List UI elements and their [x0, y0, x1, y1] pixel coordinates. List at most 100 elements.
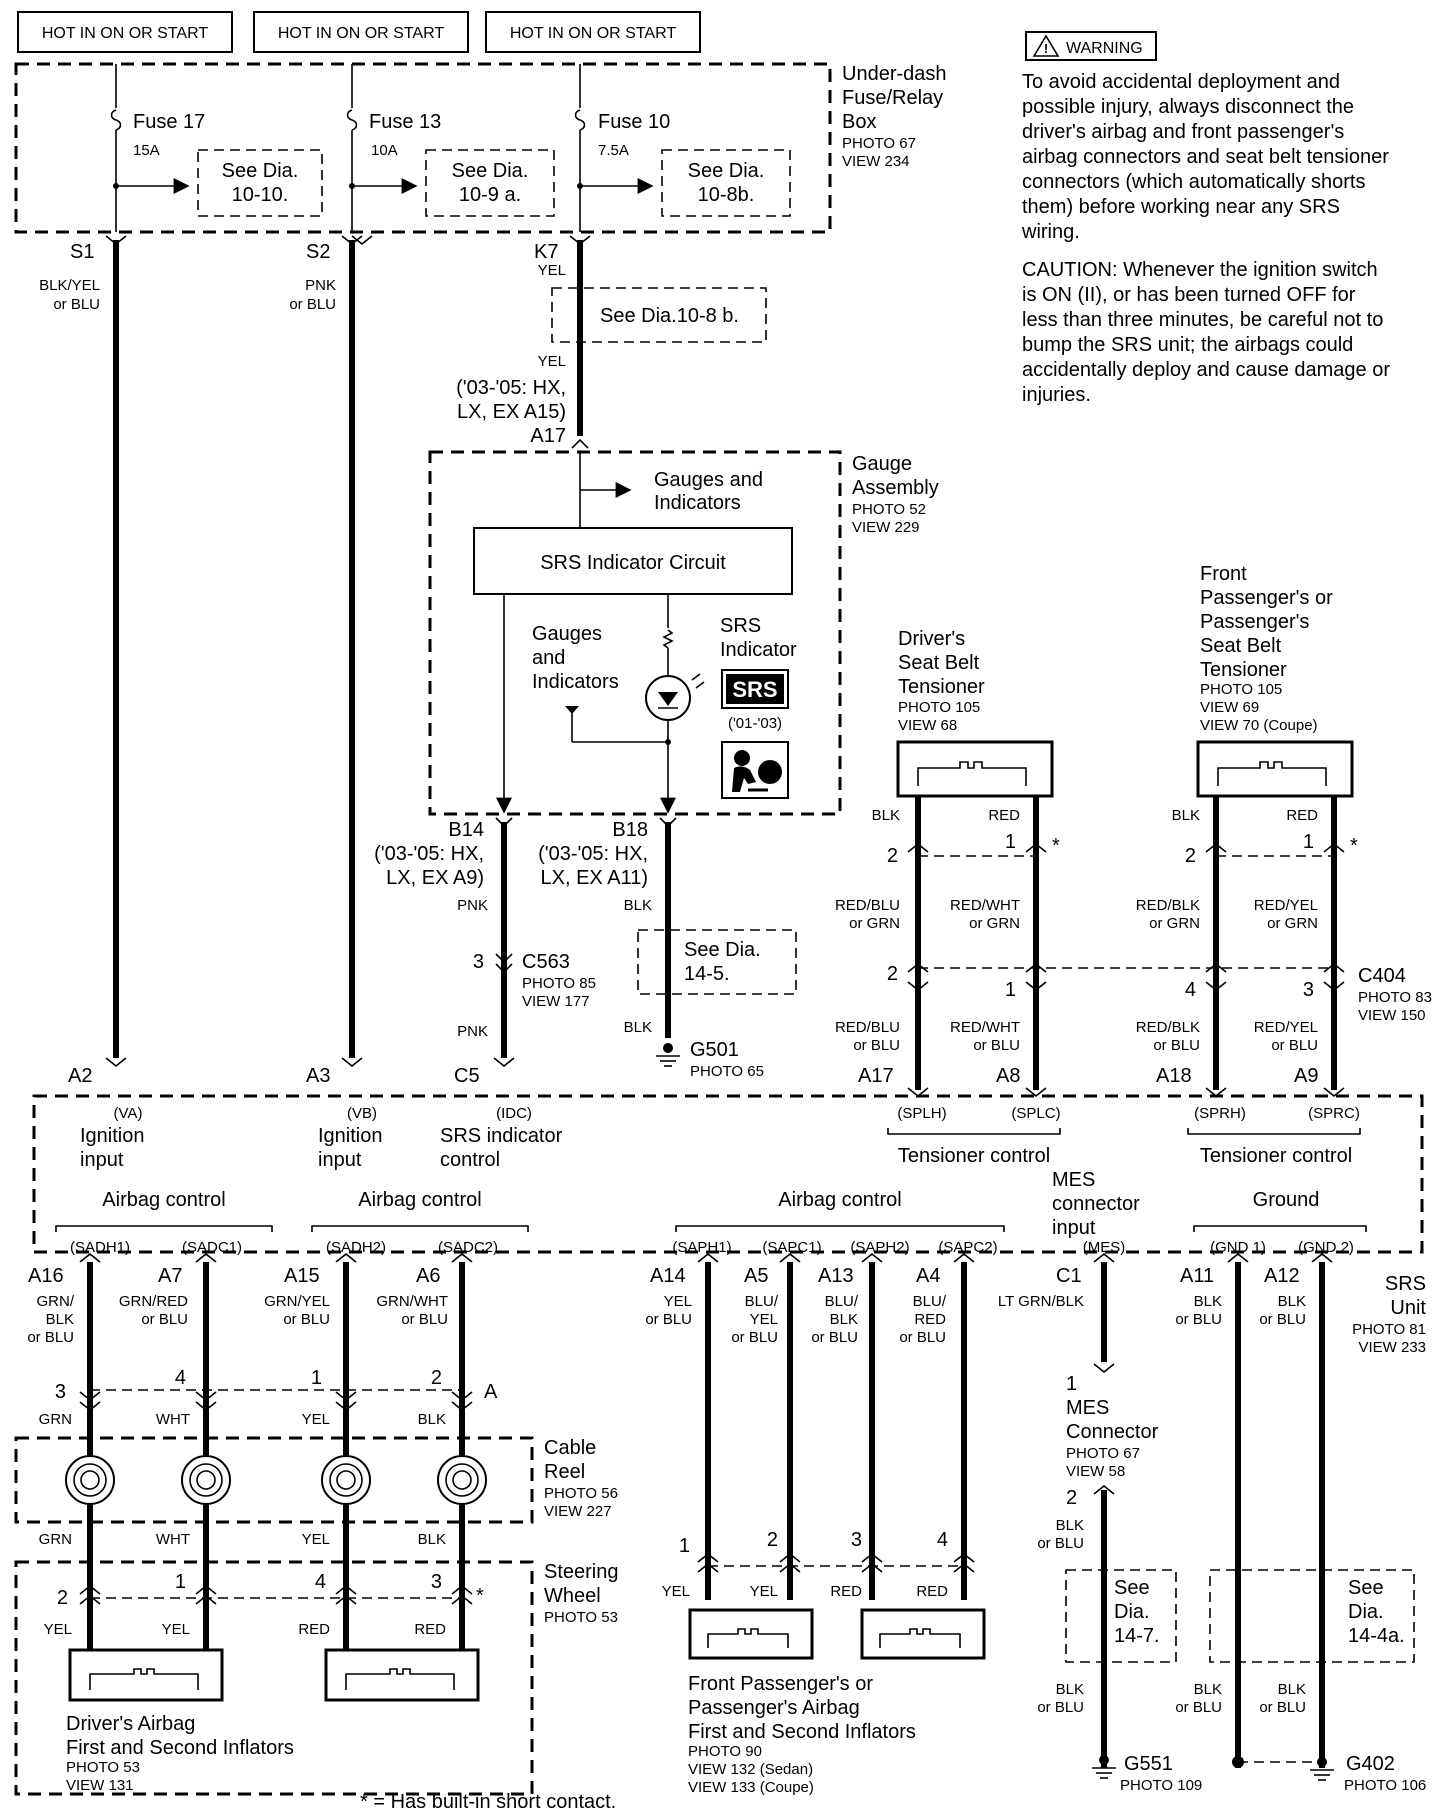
fuse-box-name-2: Fuse/Relay — [842, 87, 943, 109]
pas-tens-name-4: Seat Belt — [1200, 635, 1282, 657]
top-labels: HOT IN ON OR START HOT IN ON OR START HO… — [17, 11, 701, 53]
c404-photo: PHOTO 83 — [1358, 989, 1432, 1006]
pas-ab-name-2: Passenger's Airbag — [688, 1697, 860, 1719]
caution-line-1: CAUTION: Whenever the ignition switch — [1022, 259, 1378, 281]
tens-top-2: RED — [988, 807, 1020, 824]
g402-name: G402 — [1346, 1753, 1395, 1775]
term-a7: A7 — [158, 1265, 182, 1287]
ign2-1: Ignition — [318, 1125, 383, 1147]
cable-reel-name-1: Cable — [544, 1437, 596, 1459]
warning-line-7: wiring. — [1021, 221, 1080, 243]
conn-a-color-3: YEL — [302, 1411, 330, 1428]
srs-term-a3: A3 — [306, 1065, 330, 1087]
srs-badge-icon: SRS — [732, 677, 777, 702]
bw-a5-3: or BLU — [731, 1329, 778, 1346]
tens-ctrl-1: Tensioner control — [898, 1145, 1050, 1167]
sig-gnd2: (GND 2) — [1298, 1239, 1354, 1256]
fuse-13-name: Fuse 13 — [369, 111, 441, 133]
warning-title: WARNING — [1066, 40, 1143, 57]
tens-bot-1a: RED/BLU — [835, 1019, 900, 1036]
pas-ab-photo: PHOTO 90 — [688, 1743, 762, 1760]
mes-view: VIEW 58 — [1066, 1463, 1125, 1480]
tens-pin-top-1: 2 — [887, 845, 898, 867]
b14-color: PNK — [457, 897, 488, 914]
driver-seat-belt-tensioner: Driver's Seat Belt Tensioner PHOTO 105 V… — [896, 628, 1054, 798]
fuse-box-name-3: Box — [842, 111, 876, 133]
g402-photo: PHOTO 106 — [1344, 1777, 1426, 1794]
fuse-17-rating: 15A — [133, 142, 160, 159]
steering-pin-2: 1 — [175, 1571, 186, 1593]
gauges-indicators-2: Indicators — [654, 492, 741, 514]
fuse-13-see-1: See Dia. — [452, 160, 529, 182]
see-dia-lower: See Dia. 14-7. See Dia. 14-4a. BLK or BL… — [1037, 1569, 1415, 1716]
term-a14: A14 — [650, 1265, 686, 1287]
pas-tens-view-1: VIEW 69 — [1200, 699, 1259, 716]
warning-line-3: driver's airbag and front passenger's — [1022, 121, 1344, 143]
pas-ab-color-2: YEL — [750, 1583, 778, 1600]
driver-airbag-name-2: First and Second Inflators — [66, 1737, 294, 1759]
a17-note-2: LX, EX A15) — [457, 401, 566, 423]
fuse-10-see-2: 10-8b. — [698, 184, 755, 206]
term-k7: K7 — [534, 241, 558, 263]
ign2-2: input — [318, 1149, 362, 1171]
bw-a6-1: GRN/WHT — [376, 1293, 448, 1310]
svg-text:!: ! — [1044, 41, 1048, 56]
srs-unit: A2 A3 C5 A17 A8 A18 A9 (VA) (VB) (IDC) (… — [28, 1057, 1426, 1356]
wire-s1-color-2: or BLU — [53, 296, 100, 313]
tens-bot-1b: or BLU — [853, 1037, 900, 1054]
conn-a-pin-3: 1 — [311, 1367, 322, 1389]
srs-term-a2: A2 — [68, 1065, 92, 1087]
gi-text-1: Gauges — [532, 623, 602, 645]
caution-line-4: bump the SRS unit; the airbags could — [1022, 334, 1353, 356]
bw-a7-2: or BLU — [141, 1311, 188, 1328]
bw-a12-1: BLK — [1278, 1293, 1306, 1310]
wire-k7-color: YEL — [538, 262, 566, 279]
drv-tens-photo: PHOTO 105 — [898, 699, 980, 716]
caution-line-5: accidentally deploy and cause damage or — [1022, 359, 1390, 381]
term-s1: S1 — [70, 241, 94, 263]
bot-color-2a: BLK — [1194, 1681, 1222, 1698]
tens-mid-2a: RED/WHT — [950, 897, 1020, 914]
pas-ab-view-2: VIEW 133 (Coupe) — [688, 1779, 814, 1796]
tens-top-1: BLK — [872, 807, 900, 824]
tens-mid-1b: or GRN — [849, 915, 900, 932]
gi-text-3: Indicators — [532, 671, 619, 693]
sig-sadc1: (SADC1) — [182, 1239, 242, 1256]
tens-bot-2b: or BLU — [973, 1037, 1020, 1054]
tens-ctrl-2: Tensioner control — [1200, 1145, 1352, 1167]
term-s2: S2 — [306, 241, 330, 263]
b14-note-1: ('03-'05: HX, — [374, 843, 484, 865]
term-a15: A15 — [284, 1265, 320, 1287]
mes-pin-2: 2 — [1066, 1487, 1077, 1509]
conn-a-pin-2: 4 — [175, 1367, 186, 1389]
c404-name: C404 — [1358, 965, 1406, 987]
fuse-17-name: Fuse 17 — [133, 111, 205, 133]
c404-pin-4: 3 — [1303, 979, 1314, 1001]
tens-bot-3b: or BLU — [1153, 1037, 1200, 1054]
pas-tens-photo: PHOTO 105 — [1200, 681, 1282, 698]
g501-photo: PHOTO 65 — [690, 1063, 764, 1080]
driver-airbag-photo: PHOTO 53 — [66, 1759, 140, 1776]
c563-photo: PHOTO 85 — [522, 975, 596, 992]
mes-in-1: MES — [1052, 1169, 1095, 1191]
warning-line-4: airbag connectors and seat belt tensione… — [1022, 146, 1389, 168]
mes-color-1: BLK — [1056, 1517, 1084, 1534]
pas-ab-color-3: RED — [830, 1583, 862, 1600]
srs-term-a9: A9 — [1294, 1065, 1318, 1087]
c563-color-below: PNK — [457, 1023, 488, 1040]
g501-ground-icon — [656, 1043, 680, 1067]
bw-a5-1: BLU/ — [745, 1293, 779, 1310]
tens-bot-4b: or BLU — [1271, 1037, 1318, 1054]
bw-a16-1: GRN/ — [37, 1293, 75, 1310]
b18-note-1: ('03-'05: HX, — [538, 843, 648, 865]
pas-tens-view-2: VIEW 70 (Coupe) — [1200, 717, 1318, 734]
g551-photo: PHOTO 109 — [1120, 1777, 1202, 1794]
see-144-3: 14-4a. — [1348, 1625, 1405, 1647]
gauge-view: VIEW 229 — [852, 519, 920, 536]
bot-color-1a: BLK — [1056, 1681, 1084, 1698]
pas-tens-name-1: Front — [1200, 563, 1247, 585]
term-a12: A12 — [1264, 1265, 1300, 1287]
fuse-box-photo: PHOTO 67 — [842, 135, 916, 152]
tens-mid-4a: RED/YEL — [1254, 897, 1318, 914]
srs-term-a17: A17 — [858, 1065, 894, 1087]
